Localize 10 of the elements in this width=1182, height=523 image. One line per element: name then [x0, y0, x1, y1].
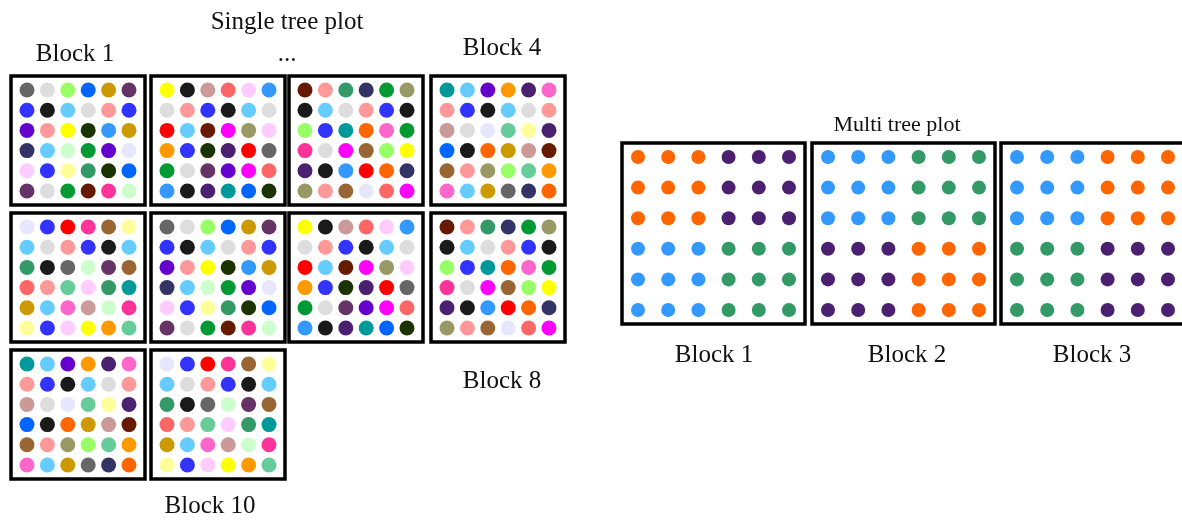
- ellipsis: ...: [277, 40, 297, 65]
- block-label: Block 2: [867, 341, 947, 366]
- block-label: Block 8: [462, 367, 542, 392]
- block-label: Block 3: [1052, 341, 1132, 366]
- plot-title: Single tree plot: [210, 8, 364, 33]
- block-label: Block 1: [674, 341, 754, 366]
- plot-title: Multi tree plot: [833, 113, 961, 135]
- block-label: Block 10: [164, 492, 256, 517]
- block-label: Block 4: [462, 34, 542, 59]
- block-label: Block 1: [35, 40, 115, 65]
